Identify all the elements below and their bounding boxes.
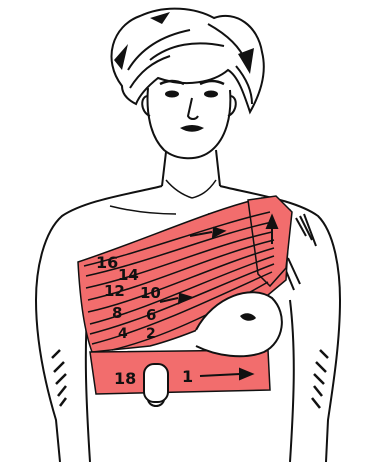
left-eye	[165, 91, 179, 98]
turn-number-8: 8	[112, 304, 122, 322]
neck-muscles	[166, 180, 216, 198]
mouth	[180, 125, 204, 132]
turn-number-18: 18	[114, 369, 136, 388]
turn-number-12: 12	[104, 282, 125, 300]
turn-number-16: 16	[96, 253, 118, 272]
turn-number-6: 6	[146, 306, 156, 324]
turn-number-10: 10	[140, 284, 161, 302]
turn-number-2: 2	[146, 326, 156, 342]
right-eye	[204, 91, 218, 98]
face-outline	[148, 88, 231, 158]
bandage-pin	[144, 364, 168, 402]
turn-number-1: 1	[182, 367, 193, 386]
turn-number-4: 4	[118, 326, 128, 342]
nose	[188, 98, 198, 119]
